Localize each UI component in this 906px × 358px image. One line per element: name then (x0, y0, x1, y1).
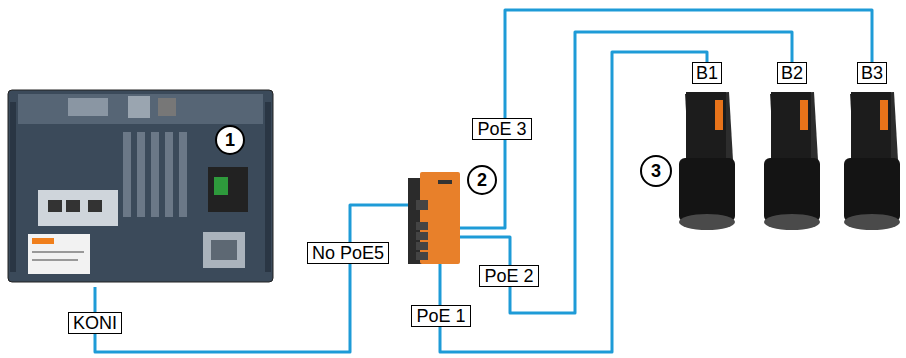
controller-top-panel (18, 94, 263, 124)
switch-front (420, 172, 460, 264)
camera-logo (800, 100, 808, 130)
ethernet-port (66, 200, 80, 212)
ethernet-cable (460, 10, 872, 228)
switch-side (408, 178, 422, 264)
camera-lens-front (764, 214, 820, 230)
ethernet-port (48, 200, 62, 212)
camera-lens-front (844, 214, 900, 230)
port-label: PoE 1 (411, 305, 470, 327)
switch-port (416, 242, 428, 250)
port-panel (38, 190, 118, 226)
switch-port (416, 232, 428, 240)
camera (844, 92, 900, 230)
camera-lens-front (679, 214, 735, 230)
port-label: No PoE5 (307, 242, 389, 264)
ethernet-cable (95, 205, 408, 352)
device-tag: B2 (777, 62, 807, 84)
switch-node: 2 (408, 172, 460, 264)
device-tag: B1 (692, 62, 722, 84)
camera-logo (715, 100, 723, 130)
camera-node: B2 (757, 62, 827, 232)
type-plate (28, 234, 90, 274)
controller-handle (265, 102, 271, 272)
robot-controller (8, 90, 273, 282)
switch-port (416, 200, 428, 210)
switch-port (416, 252, 428, 260)
camera-body (685, 92, 733, 162)
controller-handle (10, 102, 16, 272)
controller-housing (8, 90, 273, 282)
callout-number: 1 (215, 125, 245, 155)
card-slot (123, 132, 131, 217)
connector (68, 98, 108, 116)
camera-lens (679, 158, 735, 222)
switch-port (416, 222, 428, 230)
camera-body (686, 92, 726, 162)
camera-body (850, 92, 898, 162)
port-label: PoE 2 (479, 265, 538, 287)
port-label: PoE 3 (472, 118, 531, 140)
port-label: KONI (68, 312, 122, 334)
card-slot (179, 132, 187, 217)
connector (158, 98, 176, 116)
poe-switch (408, 172, 460, 264)
logo-strip (32, 238, 54, 244)
camera-node: B3 (840, 62, 904, 232)
power-switch (214, 177, 228, 195)
callout-number: 3 (640, 155, 672, 187)
camera-node: B1 (672, 62, 742, 232)
camera (764, 92, 820, 230)
plate-line (32, 251, 84, 253)
camera-body (851, 92, 891, 162)
camera-logo (880, 100, 888, 130)
ethernet-port (88, 200, 102, 212)
camera-lens (764, 158, 820, 222)
device-tag: B3 (857, 62, 887, 84)
plate-line (32, 259, 78, 261)
camera-lens (844, 158, 900, 222)
camera-body (770, 92, 818, 162)
card-slot (137, 132, 145, 217)
card-slot (151, 132, 159, 217)
switch-led (438, 180, 452, 184)
callout-number: 2 (467, 165, 497, 195)
connector-pins (211, 240, 237, 260)
connector (128, 96, 150, 118)
card-slot (165, 132, 173, 217)
ethernet-cable (460, 32, 792, 313)
power-socket (208, 167, 248, 212)
connector (203, 232, 245, 268)
controller-node: 1 (8, 82, 273, 287)
camera-body (771, 92, 811, 162)
camera (679, 92, 735, 230)
